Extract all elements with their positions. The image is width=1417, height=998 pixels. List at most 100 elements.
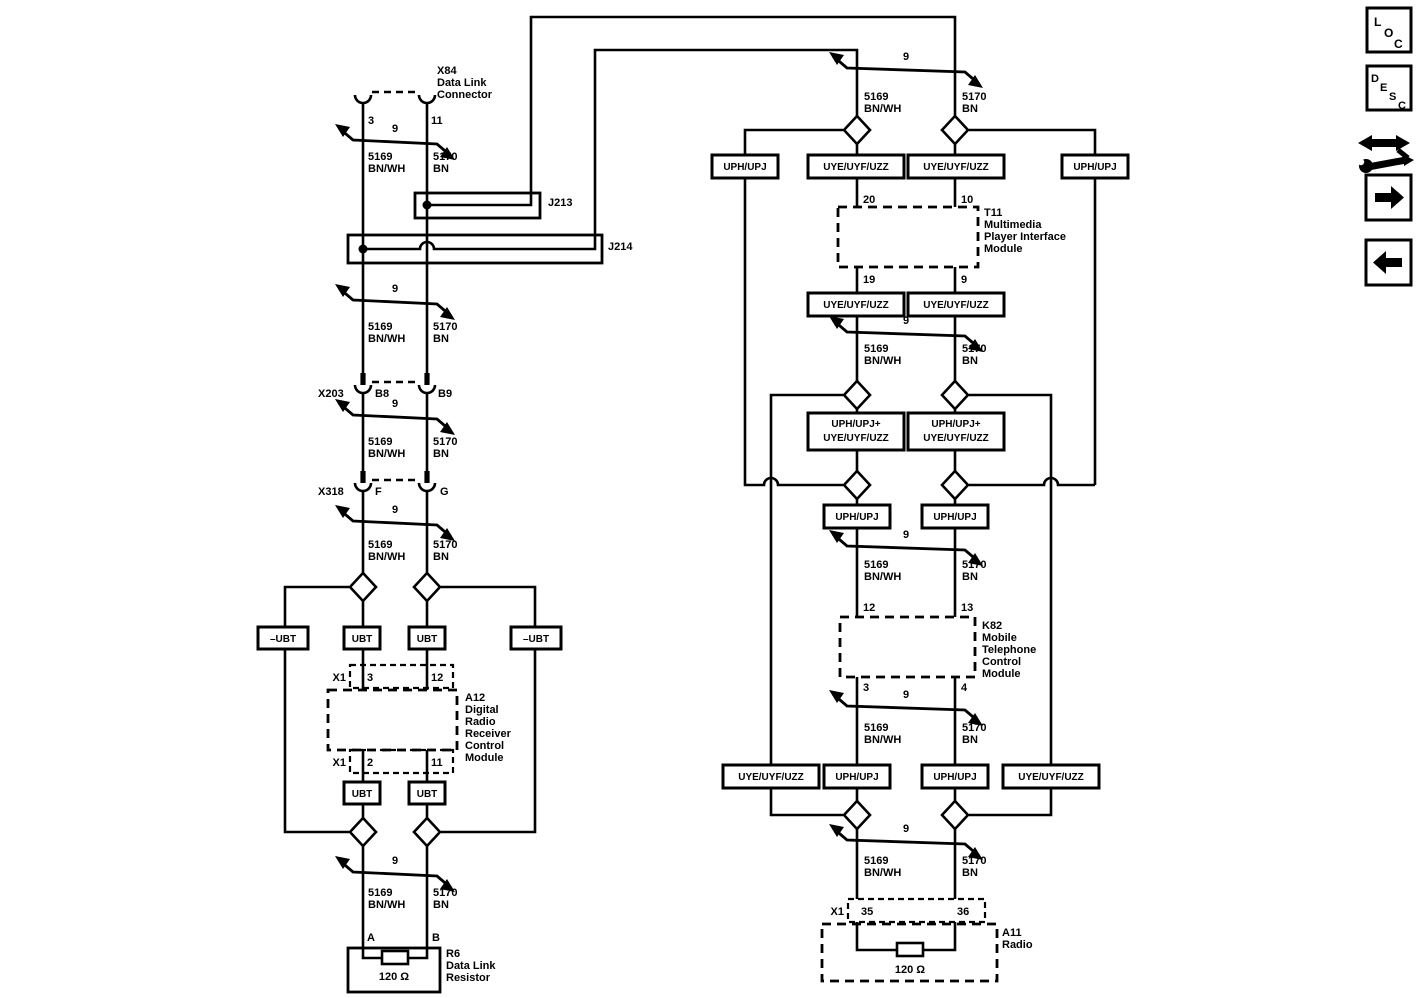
- circuit-number: 5170: [433, 436, 457, 448]
- connector-cavity-icon: [353, 383, 373, 395]
- a12-digital-radio-receiver-control-module: X1 3 12 X1 2 11 A12 Digital Radio Receiv…: [326, 663, 512, 775]
- a11-connector-label: X1: [831, 906, 844, 918]
- option-uph-upj: UPH/UPJ: [933, 772, 976, 783]
- wire-color: BN/WH: [368, 551, 405, 563]
- circuit-number: 5170: [433, 151, 457, 163]
- wire-color: BN: [962, 103, 978, 115]
- r6-value: 120 Ω: [379, 971, 409, 983]
- navigation-tools-icon[interactable]: [1357, 135, 1414, 173]
- t11-name-line: Multimedia: [984, 219, 1042, 231]
- j214-splice-pack: J214: [346, 233, 633, 265]
- a12-connector-label: X1: [333, 672, 346, 684]
- connector-cavity-icon: [417, 481, 437, 493]
- desc-letter-4: C: [1398, 100, 1406, 112]
- circuit-number: 5170: [433, 887, 457, 899]
- a12-name-line: Module: [465, 752, 504, 764]
- wire-color: BN: [433, 899, 449, 911]
- gauge-label: 9: [392, 283, 398, 295]
- option-combo-line2: UYE/UYF/UZZ: [823, 433, 889, 444]
- twisted-pair-markers: 9 9 9 9 9 9 9 9 9 9: [333, 50, 985, 894]
- wire-color: BN/WH: [864, 571, 901, 583]
- previous-page-button[interactable]: [1364, 238, 1413, 287]
- gauge-label: 9: [903, 823, 909, 835]
- wire-color: BN: [962, 867, 978, 879]
- circuit-number: 5170: [962, 91, 986, 103]
- k82-name-line: Control: [982, 656, 1021, 668]
- r6-pin-right: B: [432, 932, 440, 944]
- left-bypass-wires: [283, 585, 537, 834]
- desc-button[interactable]: D E S C: [1365, 64, 1413, 112]
- t11-ref: T11: [984, 207, 1002, 219]
- x84-label: X84: [437, 65, 457, 77]
- j213-label: J213: [548, 197, 572, 209]
- x318-pin-left: F: [375, 486, 382, 498]
- loc-letter-3: C: [1394, 37, 1403, 51]
- t11-pin-top-left: 20: [863, 194, 875, 206]
- option-boxes: –UBT UBT UBT –UBT UBT UBT UPH/UPJ UYE/UY…: [256, 153, 1130, 806]
- x84-pin-right: 11: [431, 115, 443, 127]
- wire-color: BN: [962, 571, 978, 583]
- k82-pin-bottom-left: 3: [863, 682, 869, 694]
- t11-pin-bottom-right: 9: [961, 274, 967, 286]
- wire-color: BN: [962, 734, 978, 746]
- circuit-labels: 5169 BN/WH 5170 BN 5169 BN/WH 5170 BN 51…: [368, 91, 986, 911]
- circuit-number: 5169: [368, 321, 392, 333]
- option-combo-line2: UYE/UYF/UZZ: [923, 433, 989, 444]
- option-combo-line1: UPH/UPJ+: [831, 419, 880, 430]
- gauge-label: 9: [392, 123, 398, 135]
- a11-pin-left: 35: [861, 906, 873, 918]
- wire-color: BN/WH: [368, 333, 405, 345]
- a11-value: 120 Ω: [895, 964, 925, 976]
- option-not-ubt: –UBT: [270, 634, 296, 645]
- r6-pin-left: A: [367, 932, 375, 944]
- left-wire-5169: [361, 103, 382, 960]
- next-page-button[interactable]: [1364, 173, 1413, 222]
- option-uph-upj: UPH/UPJ: [933, 512, 976, 523]
- option-uph-upj: UPH/UPJ: [835, 772, 878, 783]
- a12-name-line: Control: [465, 740, 504, 752]
- wire-color: BN: [962, 355, 978, 367]
- gauge-label: 9: [903, 315, 909, 327]
- desc-letter-3: S: [1389, 91, 1396, 103]
- option-combo-line1: UPH/UPJ+: [931, 419, 980, 430]
- a12-pin-top-left: 3: [367, 672, 373, 684]
- resistor-icon: [895, 941, 925, 958]
- gauge-label: 9: [903, 51, 909, 63]
- r6-name-line: Resistor: [446, 972, 491, 984]
- x203-label: X203: [318, 388, 344, 400]
- desc-letter-1: D: [1371, 73, 1379, 85]
- x84-pin-left: 3: [368, 115, 374, 127]
- loc-button[interactable]: L O C: [1365, 6, 1413, 54]
- a12-name-line: Receiver: [465, 728, 512, 740]
- circuit-number: 5169: [864, 91, 888, 103]
- x84-data-link-connector: X84 Data Link Connector 3 11: [353, 65, 493, 127]
- circuit-number: 5169: [368, 539, 392, 551]
- t11-multimedia-player-interface-module: 20 10 19 9 T11 Multimedia Player Interfa…: [836, 194, 1066, 286]
- j213-bus-and-top-rail: [427, 15, 957, 207]
- x318-pin-right: G: [440, 486, 449, 498]
- loc-letter-1: L: [1374, 15, 1381, 29]
- option-uye: UYE/UYF/UZZ: [738, 772, 804, 783]
- a12-connector-label: X1: [333, 757, 346, 769]
- gauge-label: 9: [392, 398, 398, 410]
- gauge-label: 9: [903, 689, 909, 701]
- wire-color: BN: [433, 551, 449, 563]
- loc-letter-2: O: [1384, 26, 1393, 40]
- a12-pin-bottom-right: 11: [431, 757, 443, 769]
- a12-ref: A12: [465, 692, 485, 704]
- left-arrow-icon: [1373, 251, 1402, 274]
- x203-pin-right: B9: [438, 388, 452, 400]
- wire-color: BN: [433, 448, 449, 460]
- a11-radio-module: X1 35 36 120 Ω A11 Radio: [820, 897, 1033, 983]
- a12-pin-bottom-left: 2: [367, 757, 373, 769]
- k82-ref: K82: [982, 620, 1002, 632]
- option-ubt: UBT: [352, 789, 373, 800]
- t11-name-line: Module: [984, 243, 1023, 255]
- circuit-number: 5169: [368, 887, 392, 899]
- option-uye: UYE/UYF/UZZ: [923, 162, 989, 173]
- k82-mobile-telephone-control-module: 12 13 3 4 K82 Mobile Telephone Control M…: [838, 602, 1036, 694]
- wire-color: BN/WH: [368, 448, 405, 460]
- option-ubt: UBT: [417, 789, 438, 800]
- option-uph-upj: UPH/UPJ: [723, 162, 766, 173]
